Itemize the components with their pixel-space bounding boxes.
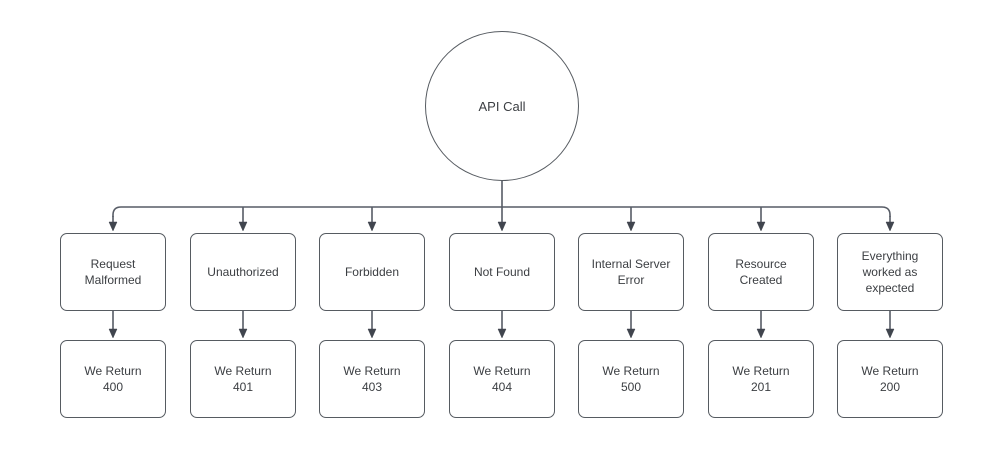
node-resource-created: Resource Created bbox=[708, 233, 814, 311]
node-we-return-200: We Return 200 bbox=[837, 340, 943, 418]
node-request-malformed: Request Malformed bbox=[60, 233, 166, 311]
node-unauthorized: Unauthorized bbox=[190, 233, 296, 311]
node-we-return-401: We Return 401 bbox=[190, 340, 296, 418]
node-success: Everything worked as expected bbox=[837, 233, 943, 311]
branch-arrowheads bbox=[108, 221, 895, 232]
node-we-return-403: We Return 403 bbox=[319, 340, 425, 418]
branch-connectors bbox=[112, 207, 891, 222]
node-not-found: Not Found bbox=[449, 233, 555, 311]
node-api-call: API Call bbox=[425, 31, 579, 181]
node-we-return-500: We Return 500 bbox=[578, 340, 684, 418]
result-connectors bbox=[112, 311, 891, 329]
node-we-return-400: We Return 400 bbox=[60, 340, 166, 418]
node-api-call-label: API Call bbox=[478, 98, 526, 114]
result-arrowheads bbox=[108, 328, 895, 339]
node-we-return-404: We Return 404 bbox=[449, 340, 555, 418]
node-internal-server-error: Internal Server Error bbox=[578, 233, 684, 311]
node-forbidden: Forbidden bbox=[319, 233, 425, 311]
node-we-return-201: We Return 201 bbox=[708, 340, 814, 418]
